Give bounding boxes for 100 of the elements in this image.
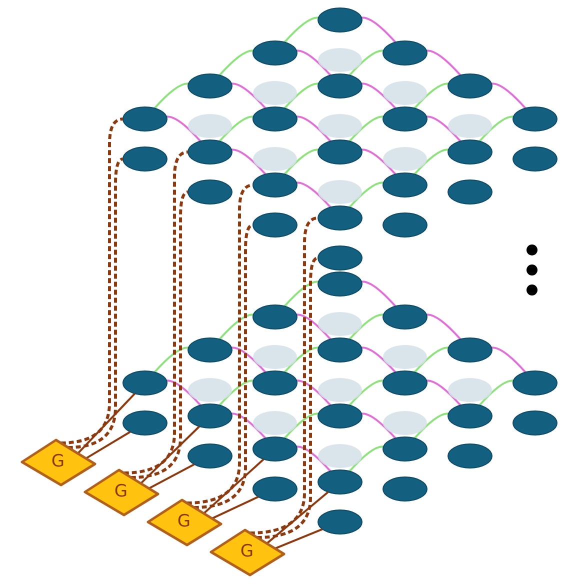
connector-line bbox=[256, 256, 319, 539]
coupler-arc bbox=[284, 412, 318, 439]
coupler-arc bbox=[166, 116, 202, 142]
coupler-arc bbox=[414, 412, 448, 439]
coupler-arc bbox=[414, 346, 448, 373]
coupler-arc bbox=[232, 346, 266, 373]
coupler-arc bbox=[414, 148, 448, 175]
ellipse-node bbox=[382, 370, 428, 396]
coupler-arc bbox=[348, 182, 384, 208]
ellipse-node bbox=[448, 114, 492, 138]
ellipse-node bbox=[383, 345, 427, 369]
coupler-arc bbox=[426, 314, 462, 340]
coupler-arc bbox=[348, 380, 384, 406]
ellipse-node bbox=[252, 304, 298, 330]
coupler-arc bbox=[348, 314, 384, 340]
ellipse-node bbox=[382, 436, 428, 462]
ellipse-node bbox=[448, 74, 492, 98]
ellipse-node bbox=[318, 272, 362, 296]
connector-line bbox=[186, 184, 254, 504]
ellipse-node bbox=[382, 304, 428, 330]
coupler-arc bbox=[296, 446, 332, 472]
ellipse-node bbox=[252, 436, 298, 462]
coupler-arc bbox=[362, 148, 396, 175]
ellipse-node bbox=[512, 370, 558, 396]
coupler-arc bbox=[296, 116, 332, 142]
coupler-arc bbox=[296, 182, 332, 208]
coupler-arc bbox=[492, 346, 526, 373]
connector-line bbox=[194, 224, 254, 509]
connector-line bbox=[68, 158, 124, 449]
coupler-arc bbox=[218, 116, 254, 142]
ellipse-node bbox=[383, 147, 427, 171]
coupler-arc bbox=[426, 380, 462, 406]
ellipse-node bbox=[122, 410, 168, 436]
ellipse-node bbox=[448, 378, 492, 402]
ellipse-node bbox=[188, 404, 232, 428]
coupler-arc bbox=[426, 50, 462, 76]
ellipse-node bbox=[122, 370, 168, 396]
ellipse-node bbox=[318, 404, 362, 428]
ellipse-node bbox=[382, 212, 428, 238]
coupler-arc bbox=[232, 412, 266, 439]
coupler-arc bbox=[348, 446, 384, 472]
ellipse-node bbox=[122, 146, 168, 172]
ellipse-node bbox=[448, 140, 492, 164]
ellipse-node bbox=[188, 114, 232, 138]
connector-line bbox=[76, 392, 136, 454]
coupler-arc bbox=[232, 148, 266, 175]
ellipse-node bbox=[253, 411, 297, 435]
ellipse-node bbox=[318, 444, 362, 468]
ellipse-node bbox=[318, 114, 362, 138]
coupler-arc bbox=[478, 116, 514, 142]
ellipse-node bbox=[253, 81, 297, 105]
coupler-arc bbox=[362, 346, 396, 373]
ellipse-node bbox=[252, 106, 298, 132]
connector-line bbox=[84, 431, 131, 460]
ellipse-node bbox=[318, 510, 362, 534]
connector-line bbox=[274, 528, 323, 550]
ellipse-node bbox=[512, 106, 558, 132]
node-label: G bbox=[240, 544, 254, 560]
ellipse-node bbox=[448, 338, 492, 362]
coupler-arc bbox=[296, 50, 332, 76]
coupler-arc bbox=[414, 82, 448, 109]
node-label: G bbox=[177, 514, 191, 530]
connector-line bbox=[130, 190, 189, 479]
ellipse-node bbox=[318, 312, 362, 336]
ellipse-node bbox=[252, 370, 298, 396]
coupler-arc bbox=[362, 412, 396, 439]
ellipse-node bbox=[512, 146, 558, 172]
ellipse-node bbox=[318, 378, 362, 402]
ellipse-node bbox=[318, 48, 362, 72]
coupler-arc bbox=[478, 380, 514, 406]
ellipse-node bbox=[252, 476, 298, 502]
coupler-arc bbox=[348, 50, 384, 76]
ellipse-node bbox=[188, 378, 232, 402]
node-label: G bbox=[51, 454, 65, 470]
ellipse-node bbox=[382, 476, 428, 502]
coupler-arc bbox=[362, 280, 396, 307]
ellipse-node bbox=[188, 444, 232, 468]
ellipse-node bbox=[318, 338, 362, 362]
coupler-arc bbox=[284, 82, 318, 109]
ellipse-node bbox=[448, 444, 492, 468]
ellipse-node bbox=[318, 246, 362, 270]
ellipse-node bbox=[318, 470, 362, 494]
ellipse-node bbox=[383, 411, 427, 435]
ellipse-node bbox=[188, 180, 232, 204]
coupler-arc bbox=[154, 346, 188, 373]
ellipse-node bbox=[188, 338, 232, 362]
ellipse-node bbox=[318, 180, 362, 204]
ellipse-node bbox=[188, 74, 232, 98]
ellipse-node bbox=[318, 8, 362, 32]
ellipse-node bbox=[122, 106, 168, 132]
ellipse-node bbox=[188, 140, 232, 164]
ellipse-node bbox=[252, 172, 298, 198]
connector-line bbox=[250, 216, 318, 534]
coupler-arc bbox=[232, 82, 266, 109]
coupler-arc bbox=[284, 346, 318, 373]
ellipse-node bbox=[318, 140, 362, 164]
coupler-arc bbox=[296, 380, 332, 406]
coupler-arc bbox=[154, 82, 188, 109]
coupler-arc bbox=[284, 148, 318, 175]
coupler-arc bbox=[426, 116, 462, 142]
